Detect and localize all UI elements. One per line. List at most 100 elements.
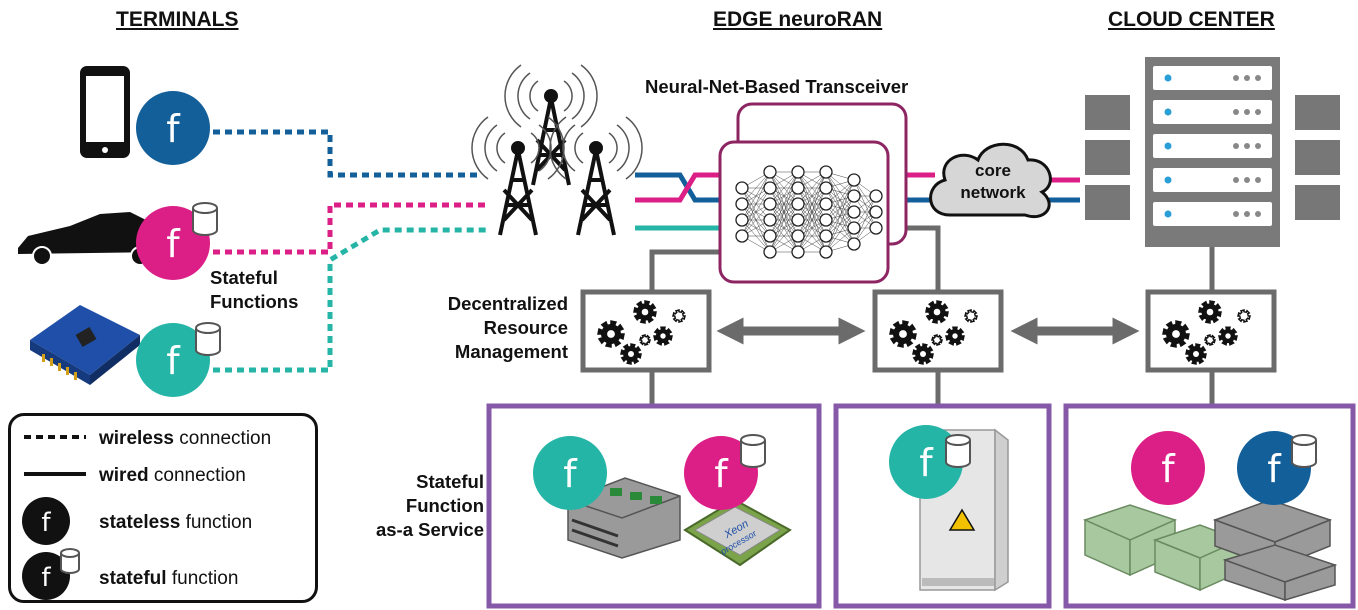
nn-edge <box>741 203 771 237</box>
nn-edge <box>769 219 799 253</box>
nn-edge <box>769 171 799 237</box>
gear-icon <box>1162 320 1190 348</box>
svg-text:f: f <box>1267 447 1282 491</box>
nn-node <box>763 181 777 195</box>
terminal-function-phone: f <box>136 91 210 165</box>
cell-tower-icon <box>471 64 643 236</box>
nn-edge <box>797 171 827 205</box>
svg-text:f: f <box>563 452 578 496</box>
service-function-magenta-cloud: f <box>1131 431 1205 505</box>
xeon-processor-icon: Xeon processor <box>683 498 792 567</box>
gear-icon <box>1237 309 1251 323</box>
nn-edge <box>797 171 827 221</box>
nn-edge <box>797 187 827 253</box>
nn-edge <box>825 211 855 253</box>
legend-stateless: stateless function <box>99 512 253 533</box>
nn-node <box>763 165 777 179</box>
gear-icon <box>931 334 943 346</box>
nn-node <box>869 221 883 235</box>
nn-edge <box>769 171 799 205</box>
stateless-function-icon: f <box>22 497 70 545</box>
sensor-board-icon <box>30 305 140 385</box>
nn-node <box>847 205 861 219</box>
service-box-cloud <box>1063 403 1356 609</box>
terminal-function-car: f <box>136 202 218 280</box>
header-edge: EDGE neuroRAN <box>713 8 883 31</box>
service-box-edge-2 <box>833 403 1052 609</box>
database-icon <box>945 434 971 468</box>
nn-edge <box>741 171 771 205</box>
service-function-blue-cloud: f <box>1237 431 1317 505</box>
server-cluster-icon <box>1082 499 1338 602</box>
nn-edge <box>769 203 799 253</box>
nn-edge <box>769 187 799 253</box>
wireless-link-sensor <box>213 227 490 373</box>
service-function-magenta: f <box>684 434 766 510</box>
gear-icon <box>1185 343 1207 365</box>
header-terminals: TERMINALS <box>116 8 239 31</box>
legend-stateful: stateful function <box>99 568 239 589</box>
nn-node <box>791 229 805 243</box>
nn-node <box>735 197 749 211</box>
resource-manager-cloud <box>1145 289 1277 373</box>
svg-text:f: f <box>41 508 51 538</box>
gear-icon <box>672 309 686 323</box>
gear-icon <box>889 320 917 348</box>
nn-node <box>819 245 833 259</box>
nn-node <box>735 181 749 195</box>
nn-node <box>869 205 883 219</box>
svg-text:f: f <box>166 339 181 383</box>
nn-edge <box>741 171 771 237</box>
legend-wireless: wireless connection <box>99 428 272 449</box>
svg-text:f: f <box>166 222 181 266</box>
nn-node <box>819 181 833 195</box>
nn-edge <box>741 171 771 221</box>
nn-node <box>763 229 777 243</box>
nn-node <box>869 189 883 203</box>
svg-text:f: f <box>919 441 934 485</box>
transceiver-label: Neural-Net-Based Transceiver <box>645 76 909 97</box>
nn-edge <box>741 187 771 237</box>
gear-icon <box>633 300 657 324</box>
gear-icon <box>653 326 673 346</box>
svg-text:f: f <box>166 107 181 151</box>
service-box-edge-1 <box>486 403 822 609</box>
nn-node <box>819 165 833 179</box>
nn-node <box>791 197 805 211</box>
nn-node <box>735 213 749 227</box>
nn-node <box>847 173 861 187</box>
resource-manager-edge-1 <box>580 289 712 373</box>
svg-text:f: f <box>41 563 51 593</box>
nn-node <box>763 213 777 227</box>
server-rack-icon <box>1085 57 1340 247</box>
svg-text:core: core <box>975 161 1011 180</box>
smartphone-icon <box>80 66 130 158</box>
nn-node <box>763 245 777 259</box>
nn-edge <box>853 195 877 245</box>
nn-edge <box>825 179 855 221</box>
gear-icon <box>620 343 642 365</box>
legend-wired: wired connection <box>99 465 246 486</box>
gear-icon <box>1204 334 1216 346</box>
service-function-teal-stateful: f <box>889 425 971 499</box>
nn-edge <box>825 195 855 253</box>
database-icon <box>740 434 766 468</box>
nn-node <box>847 189 861 203</box>
gear-icon <box>925 300 949 324</box>
nn-edge <box>797 219 827 253</box>
wireless-connections <box>213 129 490 373</box>
wireless-link-car <box>213 202 490 255</box>
database-icon <box>195 322 221 356</box>
gear-icon <box>912 343 934 365</box>
gear-icon <box>945 326 965 346</box>
resource-manager-edge-2 <box>872 289 1004 373</box>
gear-icon <box>1218 326 1238 346</box>
gear-icon <box>597 320 625 348</box>
nn-node <box>819 229 833 243</box>
gear-icon <box>1198 300 1222 324</box>
nn-node <box>847 237 861 251</box>
legend: f f wireless connection wired connection… <box>8 413 318 603</box>
terminal-function-sensor: f <box>136 322 221 397</box>
service-function-teal: f <box>533 436 607 510</box>
